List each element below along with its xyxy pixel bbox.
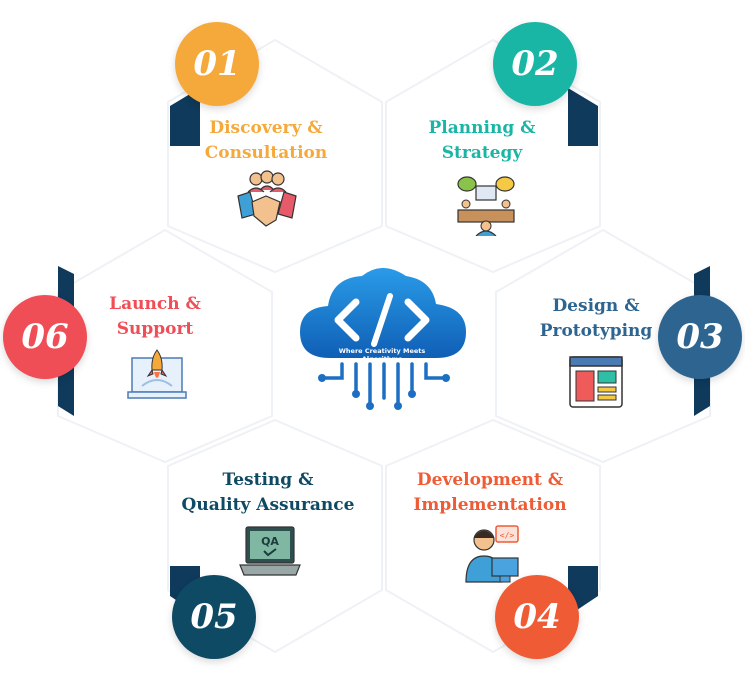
qa-laptop-icon: QA [239,526,301,576]
step-04-label: Development &Implementation [413,470,567,515]
logo-tagline: Where Creativity Meets Algorithms [338,347,426,363]
step-01-number-badge: 01 [175,22,259,106]
step-06-label: Launch &Support [109,294,201,339]
step-05-number-badge: 05 [172,575,256,659]
step-03-label: Design &Prototyping [539,296,653,341]
svg-text:</>: </> [500,531,515,540]
step-03-number-badge: 03 [658,295,742,379]
step-01-label: Discovery &Consultation [204,118,328,163]
step-05-label: Testing &Quality Assurance [181,470,355,515]
handshake-team-icon [237,170,297,227]
step-06-number-badge: 06 [3,295,87,379]
rocket-laptop-icon [127,349,187,399]
step-02-label: Planning &Strategy [428,118,536,163]
step-04-number-badge: 04 [495,575,579,659]
wireframe-layout-icon [569,356,623,408]
step-02-number-badge: 02 [493,22,577,106]
developer-coding-icon: </> [465,525,519,583]
code-cloud-logo [300,268,466,410]
meeting-planning-icon [457,176,515,236]
svg-text:QA: QA [261,535,279,548]
